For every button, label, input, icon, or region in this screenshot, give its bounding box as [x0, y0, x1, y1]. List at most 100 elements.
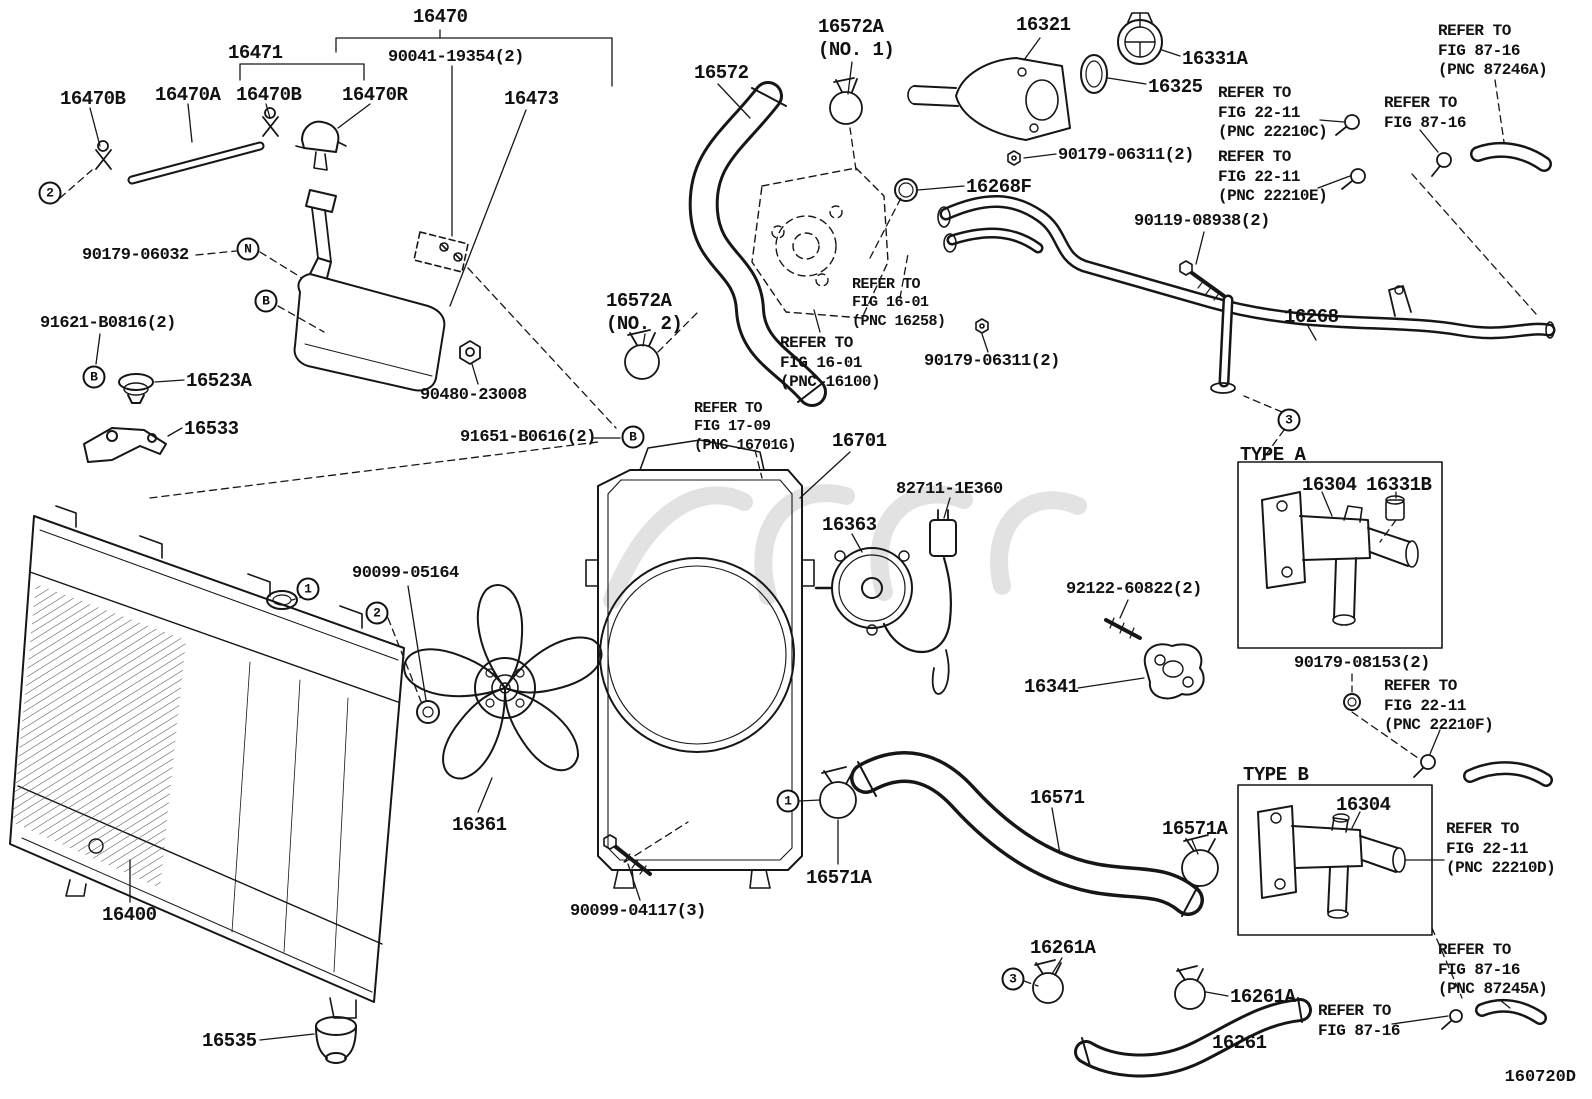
- thermostat-16331A: [1117, 12, 1163, 65]
- label-16261: 16261: [1212, 1032, 1267, 1054]
- label-16571A-left: 16571A: [806, 867, 872, 889]
- label-16304-a: 16304: [1302, 474, 1357, 496]
- label-16261A-top: 16261A: [1030, 937, 1096, 959]
- grommet-90179-08153: [1343, 693, 1361, 711]
- callout-1-radiator: 1: [296, 577, 320, 601]
- callout-n-tank: N: [236, 237, 260, 261]
- label-16523A: 16523A: [186, 370, 252, 392]
- label-refer-22-11-22210d: REFER TO FIG 22-11 (PNC 22210D): [1446, 820, 1556, 878]
- label-type-b: TYPE B: [1243, 764, 1309, 786]
- water-inlet-16304-type-b: [1257, 805, 1406, 919]
- label-90480-23008: 90480-23008: [420, 386, 527, 405]
- label-16268F: 16268F: [966, 176, 1032, 198]
- grommet-90099-05164: [416, 700, 440, 724]
- clip-fig-87-16-bottom: [1441, 1009, 1463, 1030]
- label-16701: 16701: [832, 430, 887, 452]
- label-16572: 16572: [694, 62, 749, 84]
- fan-motor-16363: [814, 547, 913, 636]
- callout-b-tank: B: [254, 289, 278, 313]
- hose-clamp-16571A-right: [1181, 834, 1219, 887]
- label-16268: 16268: [1284, 306, 1339, 328]
- clip-fig-87-16-top: [1431, 152, 1452, 177]
- fan-shroud-16701: [585, 439, 815, 889]
- label-16341: 16341: [1024, 676, 1079, 698]
- label-refer-87-16-top: REFER TO FIG 87-16: [1384, 94, 1466, 132]
- tank-bracket-screws-90041: [413, 231, 469, 273]
- cap-16331B: [1385, 495, 1405, 521]
- o-ring-16268F: [894, 178, 918, 202]
- label-91621-B0816: 91621-B0816(2): [40, 314, 176, 333]
- label-16470B-1: 16470B: [60, 88, 126, 110]
- callout-2-radiator: 2: [365, 601, 389, 625]
- heater-hose-stub-top: [1470, 141, 1552, 172]
- label-16400: 16400: [102, 904, 157, 926]
- bolt-90179-06311-mid: [975, 318, 989, 334]
- label-16470: 16470: [413, 6, 468, 28]
- label-refer-87-16-87246a: REFER TO FIG 87-16 (PNC 87246A): [1438, 22, 1548, 80]
- heater-hose-stub-right: [1463, 761, 1553, 787]
- leader-lines: [59, 29, 1537, 1043]
- label-82711-1E360: 82711-1E360: [896, 480, 1003, 499]
- bolt-90119-08938: [1179, 260, 1226, 301]
- hose-clamp-16261A-right: [1174, 965, 1206, 1010]
- hose-clamp-16261A-left: [1032, 959, 1064, 1004]
- radiator-16400: [9, 505, 405, 1019]
- callout-3-type-a: 3: [1277, 408, 1301, 432]
- lower-radiator-hose-16571: [850, 751, 1204, 917]
- label-16470B-2: 16470B: [236, 84, 302, 106]
- clip-pnc-22210c: [1335, 114, 1360, 136]
- type-b-box: [1237, 784, 1433, 936]
- water-inlet-16304-type-a: [1261, 491, 1419, 626]
- upper-radiator-hose-16572: [688, 81, 827, 407]
- label-refer-22-11-22210c: REFER TO FIG 22-11 (PNC 22210C): [1218, 84, 1328, 142]
- heater-hose-stub-bottom: [1475, 998, 1547, 1025]
- label-refer-87-16-87245a: REFER TO FIG 87-16 (PNC 87245A): [1438, 941, 1548, 999]
- label-refer-17-09-16701g: REFER TO FIG 17-09 (PNC 16701G): [694, 400, 797, 454]
- label-16331B: 16331B: [1366, 474, 1432, 496]
- label-16572A-no1: 16572A (NO. 1): [818, 16, 895, 62]
- hose-clamp-16572A-no1: [829, 77, 863, 125]
- label-refer-87-16-bottom: REFER TO FIG 87-16: [1318, 1002, 1400, 1040]
- diagram-code: 160720D: [1504, 1068, 1576, 1087]
- label-16470A: 16470A: [155, 84, 221, 106]
- type-a-box: [1237, 461, 1443, 649]
- label-16470R: 16470R: [342, 84, 408, 106]
- overflow-hose-16470A: [127, 141, 265, 185]
- label-16535: 16535: [202, 1030, 257, 1052]
- label-refer-16-01-16258: REFER TO FIG 16-01 (PNC 16258): [852, 276, 946, 330]
- label-16572A-no2: 16572A (NO. 2): [606, 290, 683, 336]
- reserve-tank-16473: [293, 189, 446, 392]
- label-90099-04117: 90099-04117(3): [570, 902, 706, 921]
- grommet-90480-23008: [459, 340, 481, 365]
- label-16331A: 16331A: [1182, 48, 1248, 70]
- bolt-90179-06311-top: [1007, 150, 1021, 166]
- label-16473: 16473: [504, 88, 559, 110]
- callout-2-clip: 2: [38, 181, 62, 205]
- stud-92122-60822: [1104, 617, 1142, 640]
- label-16571A-right: 16571A: [1162, 818, 1228, 840]
- label-90099-05164: 90099-05164: [352, 564, 459, 583]
- gasket-16325: [1080, 54, 1108, 94]
- callout-b-clamp: B: [621, 425, 645, 449]
- water-bypass-hose-16261: [1074, 997, 1312, 1078]
- clip-pnc-22210e: [1341, 168, 1366, 190]
- label-16471: 16471: [228, 42, 283, 64]
- clip-pnc-22210f: [1413, 754, 1436, 778]
- hose-clip-16470B-left: [95, 140, 112, 170]
- label-90179-06311-top: 90179-06311(2): [1058, 146, 1194, 165]
- gasket-16341: [1143, 643, 1205, 700]
- label-16261A-bottom: 16261A: [1230, 986, 1296, 1008]
- engine-outline: [751, 167, 889, 319]
- label-16361: 16361: [452, 814, 507, 836]
- label-type-a: TYPE A: [1240, 444, 1306, 466]
- label-16533: 16533: [184, 418, 239, 440]
- label-90179-08153: 90179-08153(2): [1294, 654, 1430, 673]
- radiator-cap-16523A: [118, 373, 154, 404]
- label-90179-06311-mid: 90179-06311(2): [924, 352, 1060, 371]
- cooling-fan-16361: [403, 584, 603, 780]
- label-92122-60822: 92122-60822(2): [1066, 580, 1202, 599]
- callout-1-shroud: 1: [776, 789, 800, 813]
- label-91651-B0616: 91651-B0616(2): [460, 428, 596, 447]
